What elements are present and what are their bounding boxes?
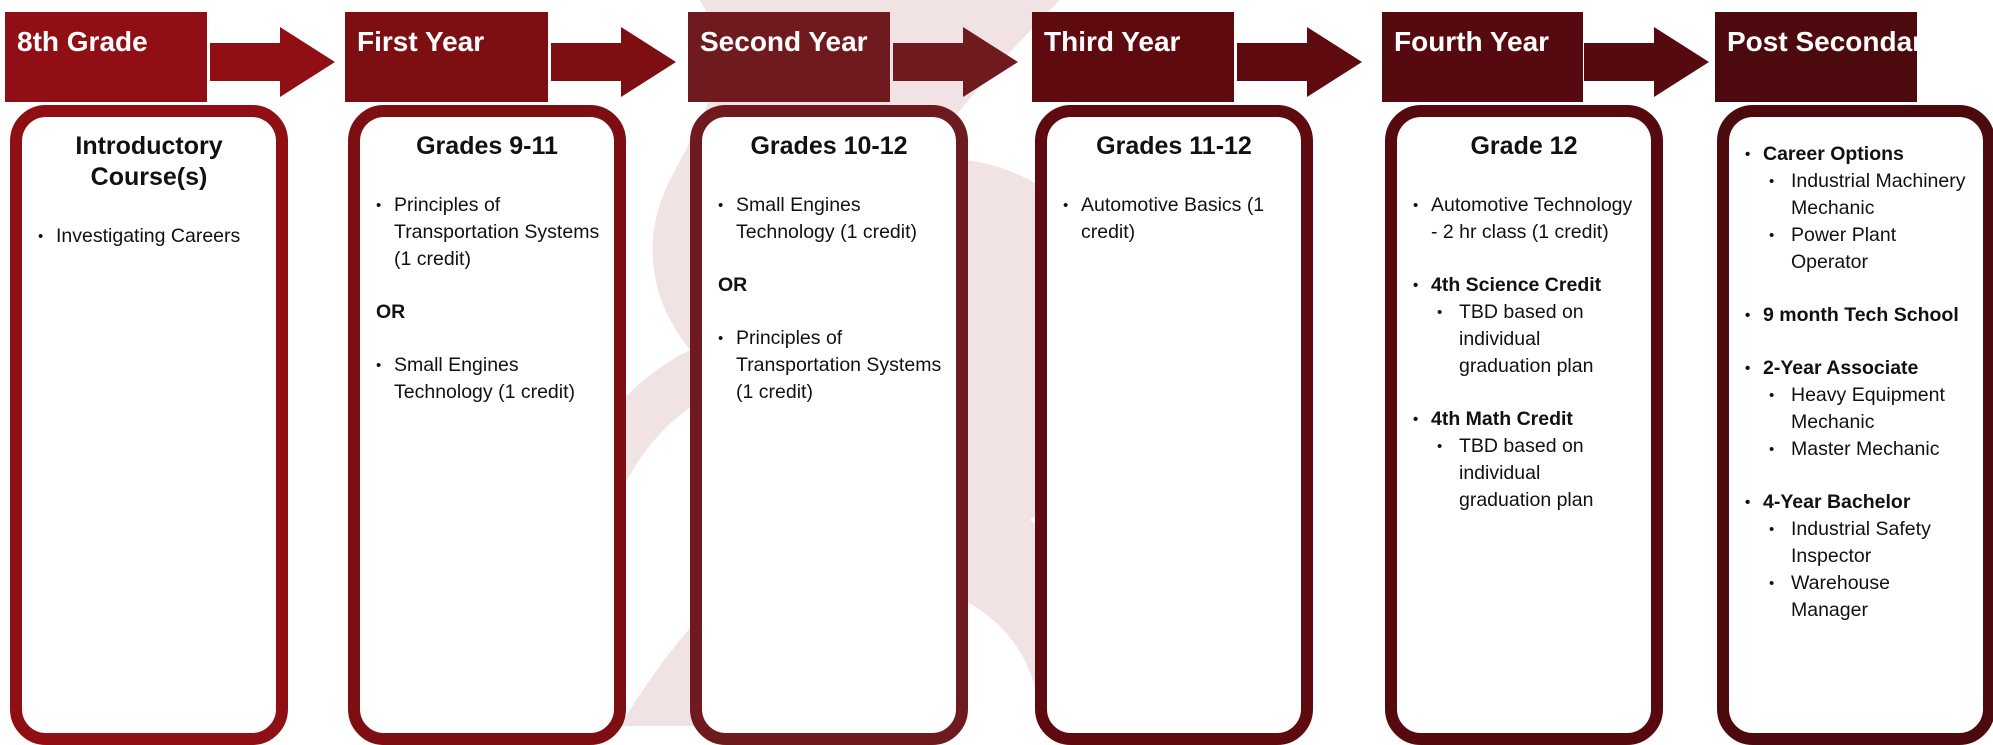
bullet-icon: • bbox=[1769, 173, 1775, 190]
sub-item-text: TBD based on individual graduation plan bbox=[1459, 435, 1594, 511]
or-label: OR bbox=[376, 301, 406, 323]
bullet-icon: • bbox=[376, 197, 382, 214]
list-item-text: 2-Year Associate bbox=[1763, 357, 1919, 379]
sub-item-text: Warehouse Manager bbox=[1791, 572, 1890, 621]
list-item: • 2-Year Associate bbox=[1743, 355, 1969, 382]
bullet-icon: • bbox=[38, 228, 44, 245]
item-list: • Automotive Basics (1 credit) bbox=[1061, 192, 1287, 246]
bullet-icon: • bbox=[1769, 575, 1775, 592]
sub-item-text: Industrial Safety Inspector bbox=[1791, 518, 1931, 567]
bullet-icon: • bbox=[1437, 304, 1443, 321]
item-list: • Career Options • Industrial Machinery Mec… bbox=[1743, 141, 1969, 624]
stage-header: Fourth Year bbox=[1382, 12, 1583, 102]
arrow-right-icon bbox=[1237, 27, 1362, 97]
or-label: OR bbox=[718, 274, 748, 296]
stage-card: • Career Options • Industrial Machinery Mec… bbox=[1717, 105, 1993, 745]
stage-header: First Year bbox=[345, 12, 548, 102]
bullet-icon: • bbox=[1769, 441, 1775, 458]
bullet-icon: • bbox=[1769, 387, 1775, 404]
sub-item: • Industrial Machinery Mechanic bbox=[1743, 168, 1969, 222]
list-item: • Principles of Transportation Systems (1… bbox=[716, 325, 942, 406]
bullet-icon: • bbox=[1413, 197, 1419, 214]
bullet-icon: • bbox=[1769, 227, 1775, 244]
list-item: • 4th Math Credit bbox=[1411, 406, 1637, 433]
sub-item-text: Heavy Equipment Mechanic bbox=[1791, 384, 1945, 433]
sub-item: • Power Plant Operator bbox=[1743, 222, 1969, 276]
list-item: • Small Engines Technology (1 credit) bbox=[374, 352, 600, 406]
bullet-icon: • bbox=[1413, 411, 1419, 428]
list-item: • Investigating Careers bbox=[36, 223, 262, 250]
bullet-icon: • bbox=[1745, 146, 1751, 163]
sub-item: • Industrial Safety Inspector bbox=[1743, 516, 1969, 570]
bullet-icon: • bbox=[718, 330, 724, 347]
stage-header: Third Year bbox=[1032, 12, 1234, 102]
arrow-right-icon bbox=[551, 27, 676, 97]
sub-item-text: Power Plant Operator bbox=[1791, 224, 1897, 273]
item-list: • Automotive Technology - 2 hr class (1 c… bbox=[1411, 192, 1637, 514]
bullet-icon: • bbox=[1063, 197, 1069, 214]
list-item-text: Principles of Transportation Systems (1 … bbox=[394, 194, 600, 270]
sub-item-text: TBD based on individual graduation plan bbox=[1459, 301, 1594, 377]
bullet-icon: • bbox=[1437, 438, 1443, 455]
item-list: • Principles of Transportation Systems (1… bbox=[374, 192, 600, 406]
list-item: • Small Engines Technology (1 credit) bbox=[716, 192, 942, 246]
card-title: Grades 9-11 bbox=[416, 132, 558, 160]
list-item-text: 4th Science Credit bbox=[1431, 274, 1602, 296]
stage-header: Second Year bbox=[688, 12, 890, 102]
arrow-right-icon bbox=[893, 27, 1018, 97]
sub-item: • Heavy Equipment Mechanic bbox=[1743, 382, 1969, 436]
sub-item: • Warehouse Manager bbox=[1743, 570, 1969, 624]
list-item-text: Small Engines Technology (1 credit) bbox=[736, 194, 918, 243]
list-item: • Principles of Transportation Systems (1… bbox=[374, 192, 600, 273]
stage-card: Grades 9-11 • Principles of Transportation… bbox=[348, 105, 626, 745]
list-item: • 4th Science Credit bbox=[1411, 272, 1637, 299]
arrow-right-icon bbox=[210, 27, 335, 97]
bullet-icon: • bbox=[1769, 521, 1775, 538]
list-item: • Automotive Basics (1 credit) bbox=[1061, 192, 1287, 246]
list-item-text: Investigating Careers bbox=[56, 225, 241, 247]
list-item-text: Automotive Technology - 2 hr class (1 cr… bbox=[1431, 194, 1633, 243]
arrow-right-icon bbox=[1584, 27, 1709, 97]
list-item: • Career Options bbox=[1743, 141, 1969, 168]
list-item-text: Principles of Transportation Systems (1 … bbox=[736, 327, 942, 403]
card-title: Grades 10-12 bbox=[750, 132, 908, 160]
bullet-icon: • bbox=[1745, 360, 1751, 377]
list-item: • 9 month Tech School bbox=[1743, 302, 1969, 329]
list-item: • Automotive Technology - 2 hr class (1 c… bbox=[1411, 192, 1637, 246]
bullet-icon: • bbox=[1745, 307, 1751, 324]
list-item: • 4-Year Bachelor bbox=[1743, 489, 1969, 516]
stage-header: Post Secondary bbox=[1715, 12, 1939, 102]
list-item-text: Career Options bbox=[1763, 143, 1904, 165]
item-list: • Small Engines Technology (1 credit) OR • P… bbox=[716, 192, 942, 406]
stage-card: Grades 10-12 • Small Engines Technology (1… bbox=[690, 105, 968, 745]
item-list: • Investigating Careers bbox=[36, 223, 262, 250]
stage-card: Grades 11-12 • Automotive Basics (1 credit… bbox=[1035, 105, 1313, 745]
card-title: Grade 12 bbox=[1470, 132, 1578, 160]
stage-card: Introductory Course(s) • Investigating Car… bbox=[10, 105, 288, 745]
list-item-text: 4-Year Bachelor bbox=[1763, 491, 1911, 513]
card-title: Introductory Course(s) bbox=[75, 132, 223, 191]
stage-header: 8th Grade bbox=[5, 12, 207, 102]
sub-item-text: Industrial Machinery Mechanic bbox=[1791, 170, 1966, 219]
card-title: Grades 11-12 bbox=[1096, 132, 1252, 160]
bullet-icon: • bbox=[1413, 277, 1419, 294]
stage-card: Grade 12 • Automotive Technology - 2 hr cl… bbox=[1385, 105, 1663, 745]
sub-item-text: Master Mechanic bbox=[1791, 438, 1940, 460]
list-item-text: 9 month Tech School bbox=[1763, 304, 1959, 326]
sub-item: • TBD based on individual graduation plan bbox=[1411, 299, 1637, 380]
list-item-text: 4th Math Credit bbox=[1431, 408, 1573, 430]
bullet-icon: • bbox=[718, 197, 724, 214]
bullet-icon: • bbox=[376, 357, 382, 374]
bullet-icon: • bbox=[1745, 494, 1751, 511]
sub-item: • Master Mechanic bbox=[1743, 436, 1969, 463]
list-item-text: Small Engines Technology (1 credit) bbox=[394, 354, 576, 403]
sub-item: • TBD based on individual graduation plan bbox=[1411, 433, 1637, 514]
list-item-text: Automotive Basics (1 credit) bbox=[1081, 194, 1265, 243]
